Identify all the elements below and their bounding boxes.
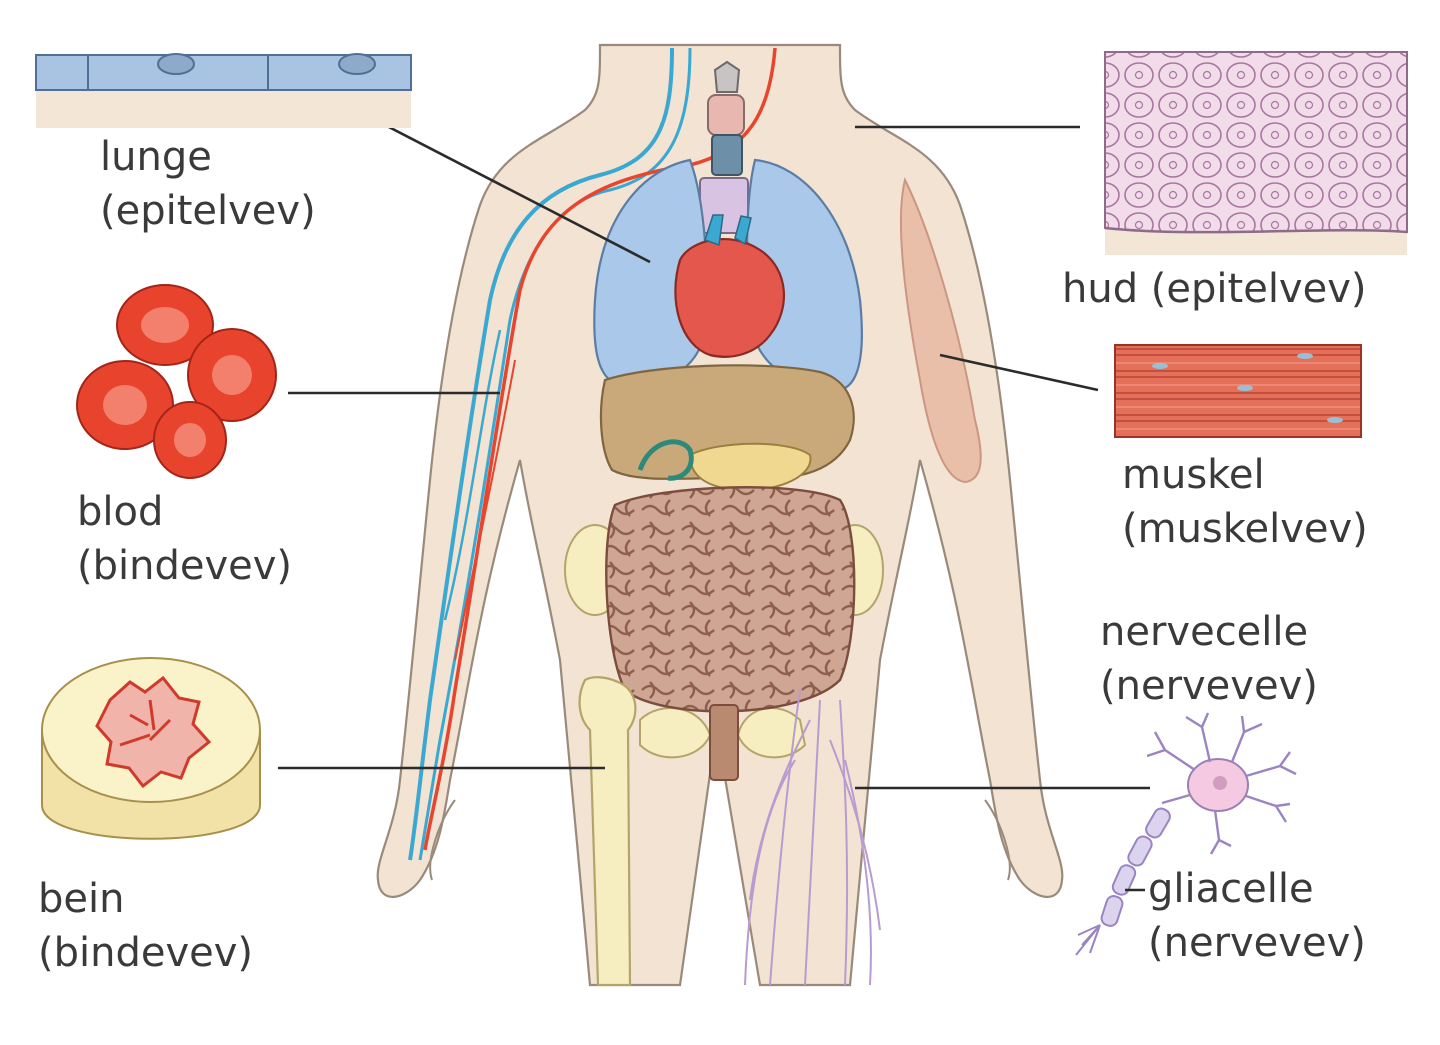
label-muskel-tissue: (muskelvev) (1122, 506, 1368, 552)
liver-stomach (599, 364, 855, 492)
label-gliacelle: gliacelle (nervevev) (1148, 862, 1366, 970)
skin-epithelium-illustration (1104, 51, 1408, 255)
label-blod: blod (bindevev) (77, 485, 292, 593)
label-gliacelle-tissue: (nervevev) (1148, 920, 1366, 966)
muscle-tissue-illustration (1114, 344, 1362, 438)
label-hud: hud (epitelvev) (1062, 262, 1367, 316)
label-gliacelle-name: gliacelle (1148, 866, 1314, 912)
label-nervecelle-name: nervecelle (1100, 609, 1309, 655)
label-lunge-tissue: (epitelvev) (100, 188, 316, 234)
label-bein: bein (bindevev) (38, 872, 253, 980)
heart (674, 214, 786, 358)
label-muskel: muskel (muskelvev) (1122, 448, 1368, 556)
neuron-illustration (1075, 712, 1297, 956)
label-bein-tissue: (bindevev) (38, 930, 254, 976)
label-nervecelle-tissue: (nervevev) (1100, 663, 1318, 709)
intestines (605, 486, 856, 781)
label-lunge: lunge (epitelvev) (100, 130, 316, 238)
leader-line-lunge (384, 123, 651, 264)
bone-cross-section-illustration (41, 657, 261, 840)
label-muskel-name: muskel (1122, 452, 1265, 498)
femur-bone (578, 676, 637, 987)
leader-line-muskel (939, 353, 1099, 392)
trachea-thyroid (699, 60, 749, 234)
label-hud-text: hud (epitelvev) (1062, 266, 1367, 312)
red-blood-cells-illustration (76, 284, 277, 479)
label-lunge-name: lunge (100, 134, 212, 180)
label-bein-name: bein (38, 876, 125, 922)
label-nervecelle: nervecelle (nervevev) (1100, 605, 1318, 713)
label-blod-tissue: (bindevev) (77, 543, 293, 589)
leg-nerves (744, 689, 881, 986)
leader-lines (278, 123, 1150, 790)
label-blod-name: blod (77, 489, 164, 535)
arm-muscle (899, 177, 982, 484)
lung-epithelium-illustration (35, 53, 412, 128)
